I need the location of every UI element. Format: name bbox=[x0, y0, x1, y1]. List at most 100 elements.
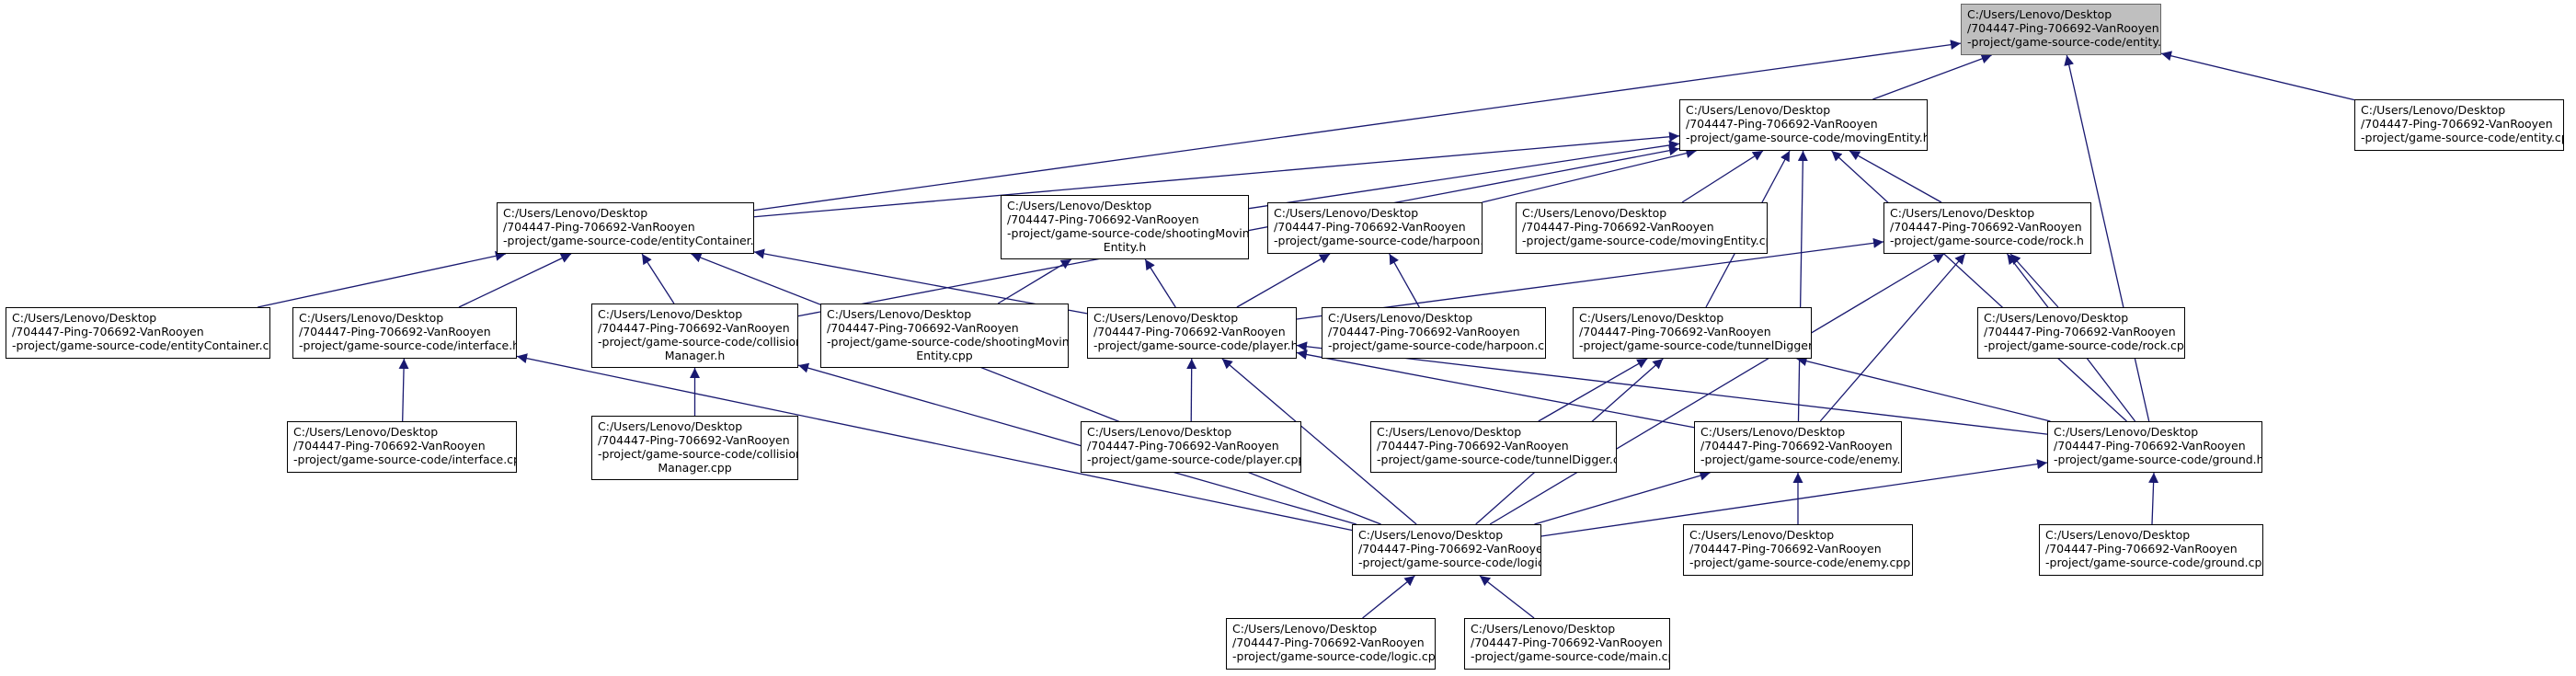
edge-enemy-h-to-movingEntity-h bbox=[1797, 150, 1808, 422]
node-label-line: -project/game-source-code/entity.h bbox=[1967, 35, 2161, 49]
edge-rock-cpp-to-rock-h bbox=[2009, 253, 2059, 308]
node-label-line: /704447-Ping-706692-VanRooyen bbox=[1689, 542, 1882, 556]
node-label-line: C:/Users/Lenovo/Desktop bbox=[1007, 199, 1152, 212]
edge-harpoon-cpp-to-harpoon-h bbox=[1389, 253, 1420, 308]
edge-main-cpp-to-logic-h bbox=[1479, 575, 1535, 619]
edge-ground-h-to-tunnelDigger-h bbox=[1796, 356, 2051, 422]
node-label-line: C:/Users/Lenovo/Desktop bbox=[1579, 311, 1724, 325]
node-shootingMovingEntity-h[interactable]: C:/Users/Lenovo/Desktop/704447-Ping-7066… bbox=[1001, 195, 1249, 259]
node-label-line: Entity.h bbox=[1103, 240, 1147, 254]
node-label-line: /704447-Ping-706692-VanRooyen bbox=[1890, 220, 2082, 234]
node-label-line: -project/game-source-code/logic.h bbox=[1358, 556, 1541, 569]
edge-player-h-to-entityContainer-h bbox=[753, 248, 1088, 315]
node-label-line: -project/game-source-code/harpoon.cpp bbox=[1328, 338, 1546, 352]
node-label-line: -project/game-source-code/collision bbox=[598, 447, 798, 461]
node-label-line: C:/Users/Lenovo/Desktop bbox=[1087, 425, 1232, 439]
node-label-line: -project/game-source-code/entityContaine… bbox=[503, 234, 754, 247]
node-label-line: C:/Users/Lenovo/Desktop bbox=[1358, 528, 1504, 542]
node-label-line: -project/game-source-code/shootingMoving bbox=[827, 335, 1069, 349]
node-entityContainer-cpp[interactable]: C:/Users/Lenovo/Desktop/704447-Ping-7066… bbox=[6, 307, 270, 359]
node-logic-cpp[interactable]: C:/Users/Lenovo/Desktop/704447-Ping-7066… bbox=[1226, 618, 1436, 670]
node-label-line: C:/Users/Lenovo/Desktop bbox=[1686, 103, 1831, 117]
edge-tunnelDigger-cpp-to-tunnelDigger-h bbox=[1538, 358, 1648, 422]
node-harpoon-cpp[interactable]: C:/Users/Lenovo/Desktop/704447-Ping-7066… bbox=[1322, 307, 1546, 359]
node-label-line: C:/Users/Lenovo/Desktop bbox=[299, 311, 444, 325]
node-label-line: C:/Users/Lenovo/Desktop bbox=[2054, 425, 2199, 439]
node-entity-h[interactable]: C:/Users/Lenovo/Desktop/704447-Ping-7066… bbox=[1961, 4, 2161, 55]
edge-ground-h-to-player-h bbox=[1296, 341, 2048, 435]
node-label-line: C:/Users/Lenovo/Desktop bbox=[1689, 528, 1835, 542]
node-label-line: /704447-Ping-706692-VanRooyen bbox=[1522, 220, 1714, 234]
node-label-line: /704447-Ping-706692-VanRooyen bbox=[1358, 542, 1541, 556]
edge-logic-h-to-collisionManager-h bbox=[797, 362, 1357, 525]
node-label-line: /704447-Ping-706692-VanRooyen bbox=[1579, 325, 1771, 338]
node-label-line: -project/game-source-code/logic.cpp bbox=[1232, 649, 1436, 663]
node-collisionManager-h[interactable]: C:/Users/Lenovo/Desktop/704447-Ping-7066… bbox=[591, 304, 798, 368]
node-enemy-cpp[interactable]: C:/Users/Lenovo/Desktop/704447-Ping-7066… bbox=[1683, 524, 1913, 576]
node-main-cpp[interactable]: C:/Users/Lenovo/Desktop/704447-Ping-7066… bbox=[1464, 618, 1670, 670]
node-collisionManager-cpp[interactable]: C:/Users/Lenovo/Desktop/704447-Ping-7066… bbox=[591, 416, 798, 480]
node-label-line: /704447-Ping-706692-VanRooyen bbox=[1093, 325, 1286, 338]
node-label-line: C:/Users/Lenovo/Desktop bbox=[1890, 206, 2035, 220]
node-label-line: -project/game-source-code/main.cpp bbox=[1471, 649, 1670, 663]
edge-player-h-to-shootingMovingEntity-h bbox=[1144, 258, 1176, 308]
node-shootingMovingEntity-cpp[interactable]: C:/Users/Lenovo/Desktop/704447-Ping-7066… bbox=[820, 304, 1069, 368]
edge-collisionManager-h-to-entityContainer-h bbox=[641, 253, 675, 304]
node-label-line: /704447-Ping-706692-VanRooyen bbox=[299, 325, 491, 338]
edge-logic-h-to-interface-h bbox=[516, 353, 1353, 532]
node-label-line: C:/Users/Lenovo/Desktop bbox=[2361, 103, 2506, 117]
node-label-line: /704447-Ping-706692-VanRooyen bbox=[1328, 325, 1520, 338]
edge-enemy-h-to-rock-h bbox=[1819, 253, 1966, 422]
edge-ground-cpp-to-ground-h bbox=[2148, 472, 2159, 525]
edge-harpoon-h-to-movingEntity-h bbox=[1482, 148, 1697, 203]
node-label-line: -project/game-source-code/shootingMoving bbox=[1007, 226, 1249, 240]
node-entityContainer-h[interactable]: C:/Users/Lenovo/Desktop/704447-Ping-7066… bbox=[497, 202, 754, 254]
node-label-line: C:/Users/Lenovo/Desktop bbox=[1093, 311, 1239, 325]
node-label-line: /704447-Ping-706692-VanRooyen bbox=[827, 321, 1019, 335]
node-label-line: -project/game-source-code/interface.h bbox=[299, 338, 517, 352]
node-entity-cpp[interactable]: C:/Users/Lenovo/Desktop/704447-Ping-7066… bbox=[2354, 99, 2564, 151]
node-label-line: C:/Users/Lenovo/Desktop bbox=[293, 425, 439, 439]
node-logic-h[interactable]: C:/Users/Lenovo/Desktop/704447-Ping-7066… bbox=[1352, 524, 1541, 576]
node-label-line: C:/Users/Lenovo/Desktop bbox=[598, 419, 743, 433]
node-ground-cpp[interactable]: C:/Users/Lenovo/Desktop/704447-Ping-7066… bbox=[2039, 524, 2263, 576]
node-movingEntity-cpp[interactable]: C:/Users/Lenovo/Desktop/704447-Ping-7066… bbox=[1516, 202, 1768, 254]
node-tunnelDigger-h[interactable]: C:/Users/Lenovo/Desktop/704447-Ping-7066… bbox=[1573, 307, 1812, 359]
node-label-line: C:/Users/Lenovo/Desktop bbox=[1700, 425, 1846, 439]
node-player-h[interactable]: C:/Users/Lenovo/Desktop/704447-Ping-7066… bbox=[1087, 307, 1297, 359]
edge-rock-h-to-movingEntity-h bbox=[1849, 150, 1942, 203]
node-label-line: /704447-Ping-706692-VanRooyen bbox=[2045, 542, 2238, 556]
node-label-line: -project/game-source-code/collision bbox=[598, 335, 798, 349]
edge-player-h-to-rock-h bbox=[1296, 237, 1884, 320]
node-label-line: Entity.cpp bbox=[916, 349, 973, 362]
node-label-line: /704447-Ping-706692-VanRooyen bbox=[293, 439, 486, 453]
node-label-line: -project/game-source-code/tunnelDigger.c… bbox=[1377, 453, 1617, 466]
node-ground-h[interactable]: C:/Users/Lenovo/Desktop/704447-Ping-7066… bbox=[2047, 421, 2262, 473]
node-label-line: /704447-Ping-706692-VanRooyen bbox=[2361, 117, 2553, 131]
node-rock-cpp[interactable]: C:/Users/Lenovo/Desktop/704447-Ping-7066… bbox=[1977, 307, 2185, 359]
edge-entityContainer-cpp-to-entityContainer-h bbox=[258, 250, 506, 308]
node-label-line: C:/Users/Lenovo/Desktop bbox=[2045, 528, 2191, 542]
node-label-line: /704447-Ping-706692-VanRooyen bbox=[1700, 439, 1893, 453]
node-label-line: -project/game-source-code/entityContaine… bbox=[12, 338, 270, 352]
node-enemy-h[interactable]: C:/Users/Lenovo/Desktop/704447-Ping-7066… bbox=[1694, 421, 1902, 473]
node-label-line: /704447-Ping-706692-VanRooyen bbox=[503, 220, 695, 234]
node-harpoon-h[interactable]: C:/Users/Lenovo/Desktop/704447-Ping-7066… bbox=[1267, 202, 1483, 254]
node-movingEntity-h[interactable]: C:/Users/Lenovo/Desktop/704447-Ping-7066… bbox=[1679, 99, 1928, 151]
node-label-line: /704447-Ping-706692-VanRooyen bbox=[1377, 439, 1569, 453]
node-interface-cpp[interactable]: C:/Users/Lenovo/Desktop/704447-Ping-7066… bbox=[287, 421, 517, 473]
node-label-line: -project/game-source-code/tunnelDigger.h bbox=[1579, 338, 1812, 352]
node-player-cpp[interactable]: C:/Users/Lenovo/Desktop/704447-Ping-7066… bbox=[1081, 421, 1301, 473]
node-label-line: /704447-Ping-706692-VanRooyen bbox=[1686, 117, 1878, 131]
node-tunnelDigger-cpp[interactable]: C:/Users/Lenovo/Desktop/704447-Ping-7066… bbox=[1370, 421, 1617, 473]
node-rock-h[interactable]: C:/Users/Lenovo/Desktop/704447-Ping-7066… bbox=[1883, 202, 2091, 254]
node-label-line: C:/Users/Lenovo/Desktop bbox=[503, 206, 648, 220]
edge-ground-h-to-entity-h bbox=[2064, 54, 2150, 422]
edge-movingEntity-h-to-entity-h bbox=[1872, 53, 1992, 100]
edge-interface-cpp-to-interface-h bbox=[398, 358, 409, 422]
node-interface-h[interactable]: C:/Users/Lenovo/Desktop/704447-Ping-7066… bbox=[292, 307, 517, 359]
edge-movingEntity-cpp-to-movingEntity-h bbox=[1681, 150, 1764, 203]
node-label-line: -project/game-source-code/player.h bbox=[1093, 338, 1297, 352]
edge-shootingMovingEntity-h-to-movingEntity-h bbox=[1248, 140, 1680, 210]
